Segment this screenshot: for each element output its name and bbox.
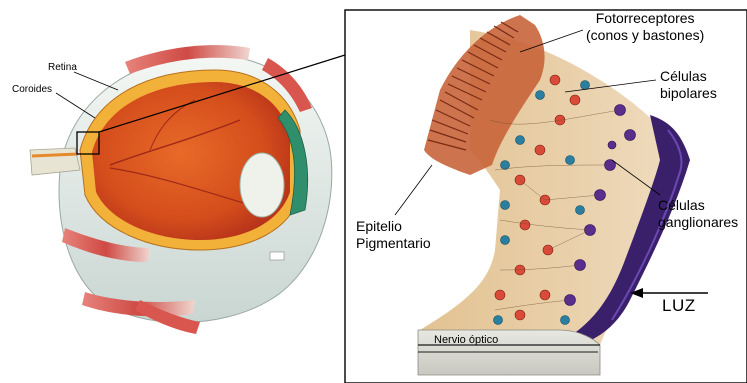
label-fotorreceptores: Fotorreceptores (conos y bastones) bbox=[586, 10, 704, 43]
label-coroides: Coroides bbox=[12, 84, 52, 96]
lens bbox=[240, 153, 284, 217]
label-ganglionares: Células ganglionares bbox=[658, 197, 738, 230]
retina-leader bbox=[74, 72, 118, 90]
label-luz: LUZ bbox=[662, 296, 696, 316]
eyeball-illustration bbox=[30, 45, 332, 334]
optic-nerve-stub bbox=[30, 148, 80, 175]
label-bipolares: Células bipolares bbox=[660, 68, 717, 101]
label-nervio-optico: Nervio óptico bbox=[434, 334, 498, 347]
label-epitelio: Epitelio Pigmentario bbox=[356, 218, 431, 251]
label-retina: Retina bbox=[48, 62, 77, 74]
